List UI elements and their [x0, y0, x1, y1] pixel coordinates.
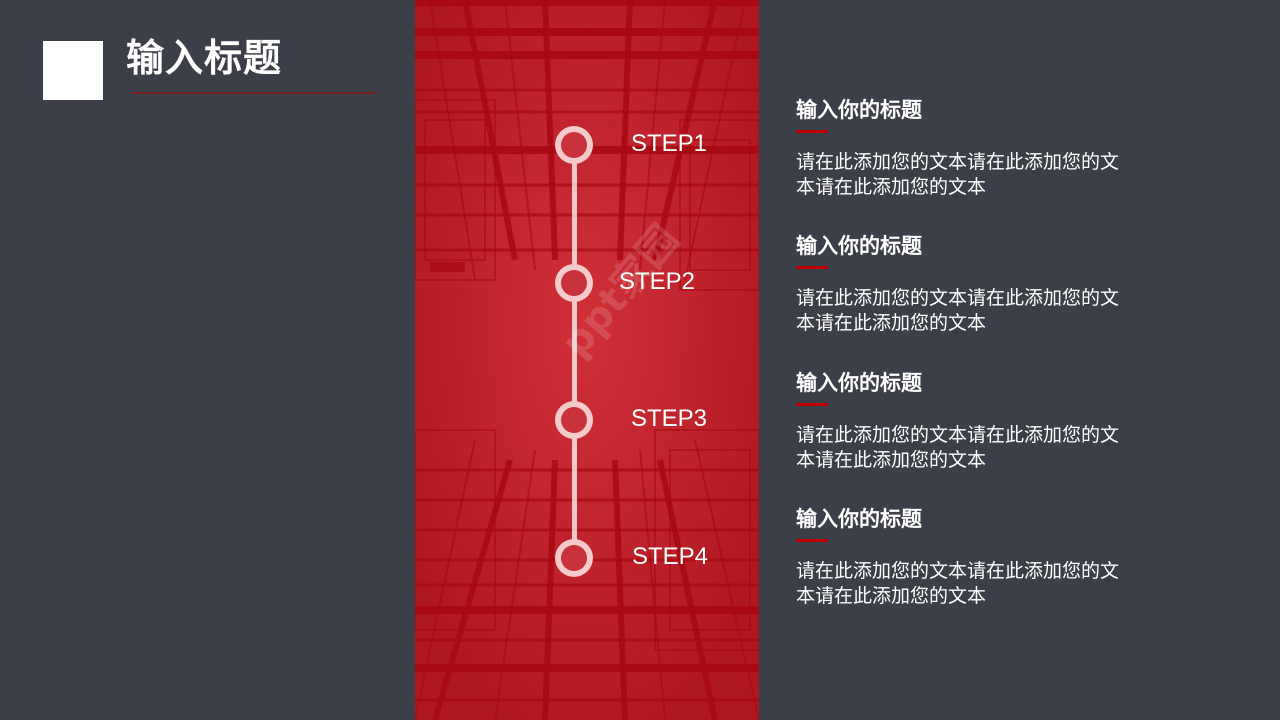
info-title: 输入你的标题: [796, 371, 922, 395]
building-grid-image: [415, 0, 759, 720]
building-photo-panel: ppt家园 STEP1 STEP2 STEP3 STEP4: [415, 0, 759, 720]
page-title: 输入标题: [126, 36, 283, 80]
title-underline: [131, 92, 376, 94]
step-node-2: [555, 264, 593, 302]
info-block-2: 输入你的标题 请在此添加您的文本请在此添加您的文本请在此添加您的文本: [796, 232, 1126, 336]
title-accent-bar: [796, 539, 828, 542]
title-accent-bar: [796, 266, 828, 269]
info-title: 输入你的标题: [796, 507, 922, 531]
info-title: 输入你的标题: [796, 234, 922, 258]
step-node-3: [555, 401, 593, 439]
step-label-4: STEP4: [632, 543, 709, 570]
info-block-1: 输入你的标题 请在此添加您的文本请在此添加您的文本请在此添加您的文本: [796, 96, 1126, 200]
info-text: 请在此添加您的文本请在此添加您的文本请在此添加您的文本: [796, 151, 1120, 198]
info-block-4: 输入你的标题 请在此添加您的文本请在此添加您的文本请在此添加您的文本: [796, 505, 1126, 609]
info-text: 请在此添加您的文本请在此添加您的文本请在此添加您的文本: [796, 560, 1120, 607]
step-node-1: [555, 126, 593, 164]
title-square-decoration: [43, 41, 103, 100]
info-text: 请在此添加您的文本请在此添加您的文本请在此添加您的文本: [796, 424, 1120, 471]
title-accent-bar: [796, 403, 828, 406]
info-text: 请在此添加您的文本请在此添加您的文本请在此添加您的文本: [796, 287, 1120, 334]
step-label-3: STEP3: [631, 405, 708, 432]
step-label-1: STEP1: [631, 130, 708, 157]
info-block-3: 输入你的标题 请在此添加您的文本请在此添加您的文本请在此添加您的文本: [796, 369, 1126, 473]
timeline-line: [572, 150, 577, 560]
step-label-2: STEP2: [619, 268, 696, 295]
step-node-4: [555, 539, 593, 577]
info-title: 输入你的标题: [796, 98, 922, 122]
title-accent-bar: [796, 130, 828, 133]
